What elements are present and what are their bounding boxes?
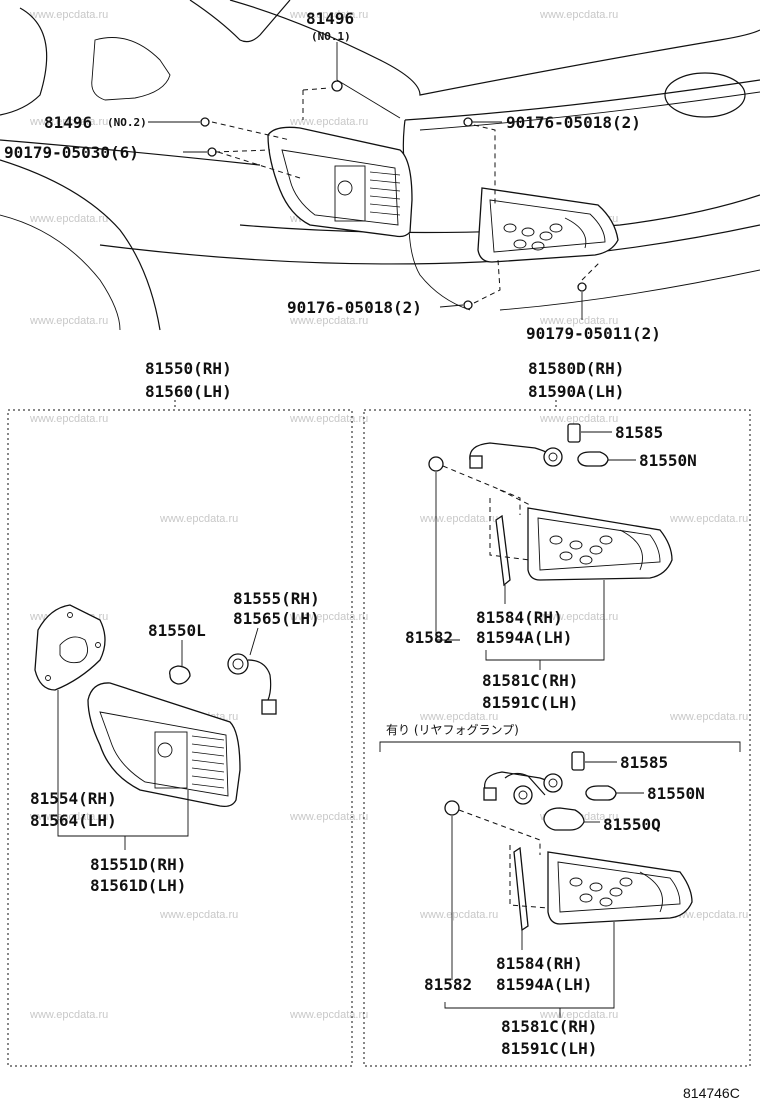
part-label: 81564(LH) xyxy=(30,811,117,830)
section-header-left-lh: 81560(LH) xyxy=(145,382,232,401)
watermark: www.epcdata.ru xyxy=(29,413,108,425)
part-label: 90176-05018(2) xyxy=(287,298,422,317)
section-header-right-lh: 81590A(LH) xyxy=(528,382,624,401)
watermark: www.epcdata.ru xyxy=(29,116,108,128)
bulb-icon xyxy=(577,451,609,467)
gasket-icon xyxy=(495,514,511,587)
watermark: www.epcdata.ru xyxy=(289,1009,368,1021)
part-label-note: (NO.1) xyxy=(311,30,351,43)
part-label: 81591C(LH) xyxy=(482,693,578,712)
part-label: 81550Q xyxy=(603,815,661,834)
watermark: www.epcdata.ru xyxy=(669,909,748,921)
nut-icon xyxy=(200,117,210,127)
part-label-note: (NO.2) xyxy=(107,116,147,129)
watermark: www.epcdata.ru xyxy=(289,413,368,425)
part-label: 81585 xyxy=(615,423,663,442)
section-header-right-rh: 81580D(RH) xyxy=(528,359,624,378)
watermark: www.epcdata.ru xyxy=(669,513,748,525)
inner-lamp-icon xyxy=(547,851,693,925)
part-label: 81561D(LH) xyxy=(90,876,186,895)
socket-icon xyxy=(543,447,563,467)
inner-lamp-top xyxy=(477,187,619,263)
part-label: 81581C(RH) xyxy=(501,1017,597,1036)
sub-section-bracket xyxy=(379,741,741,752)
part-label: 90176-05018(2) xyxy=(506,113,641,132)
part-label: 81550N xyxy=(647,784,705,803)
watermark: www.epcdata.ru xyxy=(539,413,618,425)
nut-icon xyxy=(463,300,473,310)
part-label: 81550N xyxy=(639,451,697,470)
nut-icon xyxy=(207,147,217,157)
socket-icon xyxy=(513,785,533,805)
top-fasteners xyxy=(148,42,601,320)
watermark: www.epcdata.ru xyxy=(289,116,368,128)
part-label: 81582 xyxy=(424,975,472,994)
part-label: 81554(RH) xyxy=(30,789,117,808)
watermark: www.epcdata.ru xyxy=(29,315,108,327)
watermark: www.epcdata.ru xyxy=(669,711,748,723)
socket-icon xyxy=(227,653,249,675)
gasket-icon xyxy=(513,846,529,932)
watermark: www.epcdata.ru xyxy=(159,513,238,525)
watermark: www.epcdata.ru xyxy=(419,711,498,723)
right-assembly-upper xyxy=(428,423,673,670)
part-label: 81594A(LH) xyxy=(496,975,592,994)
part-label: 81582 xyxy=(405,628,453,647)
part-label: 81496 xyxy=(44,113,92,132)
part-label: 81565(LH) xyxy=(233,609,320,628)
watermark: www.epcdata.ru xyxy=(289,315,368,327)
watermark: www.epcdata.ru xyxy=(289,611,368,623)
part-label: 81551D(RH) xyxy=(90,855,186,874)
part-label: 81550L xyxy=(148,621,206,640)
left-assembly xyxy=(34,604,277,850)
part-label: 81584(RH) xyxy=(476,608,563,627)
right-assembly-lower xyxy=(444,751,693,1018)
part-label: 81594A(LH) xyxy=(476,628,572,647)
part-label: 90179-05011(2) xyxy=(526,324,661,343)
part-label: 81496 xyxy=(306,9,354,28)
watermark: www.epcdata.ru xyxy=(29,811,108,823)
grommet-icon xyxy=(428,456,444,472)
watermark: www.epcdata.ru xyxy=(29,1009,108,1021)
diagram-code: 814746C xyxy=(683,1085,740,1101)
watermark: www.epcdata.ru xyxy=(539,315,618,327)
bulb-icon xyxy=(571,751,585,771)
bulb-icon xyxy=(567,423,581,443)
bulb-icon xyxy=(169,665,191,685)
bulb-icon xyxy=(543,807,585,831)
part-label: 81555(RH) xyxy=(233,589,320,608)
watermark: www.epcdata.ru xyxy=(539,611,618,623)
bulb-icon xyxy=(585,785,617,801)
watermark: www.epcdata.ru xyxy=(419,909,498,921)
inner-lamp-icon xyxy=(527,507,673,581)
gasket-icon xyxy=(34,604,106,691)
watermark: www.epcdata.ru xyxy=(539,9,618,21)
section-header-left-rh: 81550(RH) xyxy=(145,359,232,378)
part-label: 81585 xyxy=(620,753,668,772)
nut-icon xyxy=(331,80,343,92)
watermark: www.epcdata.ru xyxy=(539,1009,618,1021)
vehicle-rear-body xyxy=(0,0,760,331)
watermark: www.epcdata.ru xyxy=(29,213,108,225)
watermark: www.epcdata.ru xyxy=(159,909,238,921)
nut-icon xyxy=(463,117,473,127)
nut-icon xyxy=(577,282,587,292)
watermark: www.epcdata.ru xyxy=(289,811,368,823)
tail-lamp-icon xyxy=(87,682,241,808)
outer-tail-lamp-top xyxy=(267,126,413,238)
part-label: 90179-05030(6) xyxy=(4,143,139,162)
left-assembly-box xyxy=(7,409,353,1067)
right-assembly-box xyxy=(363,409,751,1067)
part-label: 81584(RH) xyxy=(496,954,583,973)
grommet-icon xyxy=(444,800,460,816)
part-label: 81581C(RH) xyxy=(482,671,578,690)
watermark: www.epcdata.ru xyxy=(289,9,368,21)
part-label: 81591C(LH) xyxy=(501,1039,597,1058)
socket-icon xyxy=(543,773,563,793)
rear-fog-lamp-note: 有り (リヤフォグランプ) xyxy=(386,723,519,737)
watermark: www.epcdata.ru xyxy=(419,513,498,525)
watermark: www.epcdata.ru xyxy=(29,9,108,21)
